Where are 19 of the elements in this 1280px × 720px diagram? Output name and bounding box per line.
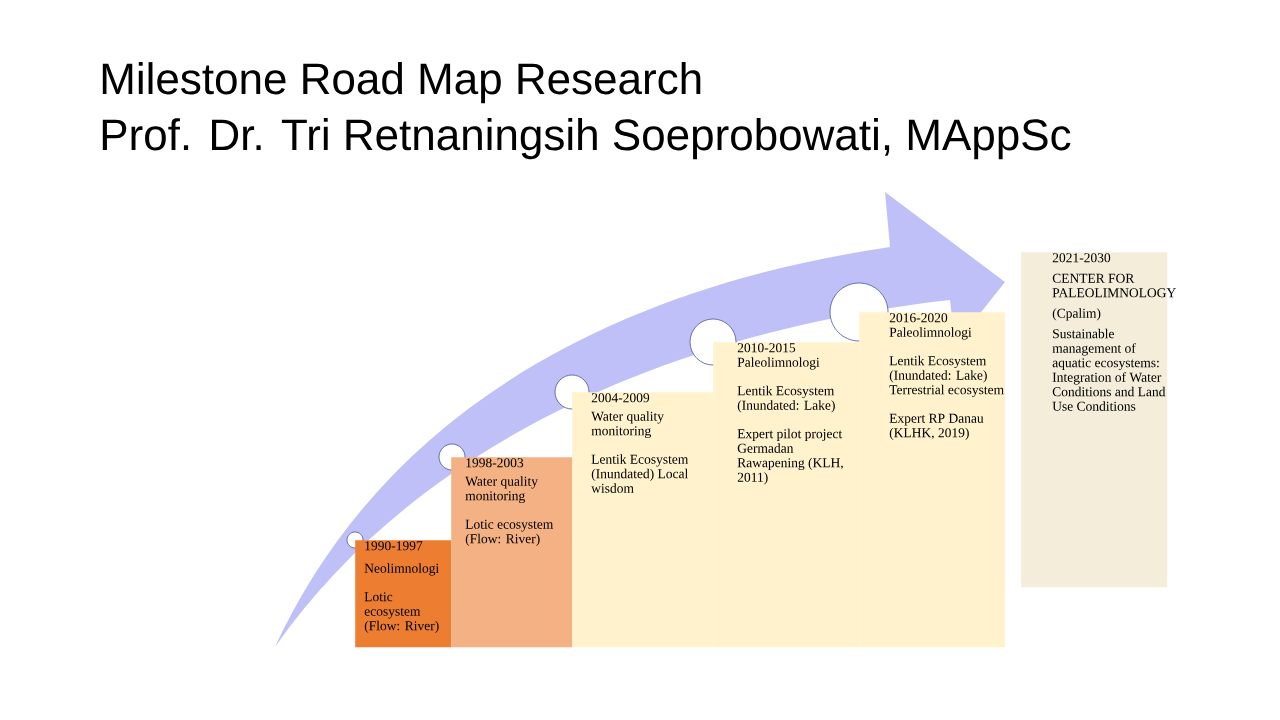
node-label: Paleolimnologi	[889, 327, 972, 340]
node-label: 2010-2015	[737, 343, 796, 353]
node-label: 2004-2009	[591, 393, 650, 403]
node-label: Paleolimnologi	[737, 357, 820, 370]
subtitle: Prof. Dr. Tri Retnaningsih Soeprobowati, MAppSc	[102, 118, 1071, 160]
step-box: 2010-2015 Paleolimnologi Lentik Ecosystem (Inundated: Lake) Expert pilot project Germadan Rawapening (KLH, 2011)	[713, 342, 860, 648]
node-label: Lentik Ecosystem (Inundated: Lake) Terrestrial ecosystem	[889, 355, 1004, 398]
node-label: Water quality monitoring	[591, 411, 664, 439]
step-box: 1990-1997 Neolimnologi Lotic ecosystem (Flow: River)	[355, 540, 452, 648]
node-label: Expert RP Danau (KLHK, 2019)	[889, 413, 984, 441]
title: Milestone Road Map Research	[102, 62, 701, 104]
node-label: Expert pilot project Germadan Rawapening (KLH, 2011)	[737, 428, 843, 485]
step-box: 2004-2009 Water quality monitoring Lentik Ecosystem (Inundated) Local wisdom	[572, 392, 714, 648]
step-box: 2021-2030 CENTER FOR PALEOLIMNOLOGY (Cpalim) Sustainable management of aquatic ecosystems: Integration of Water Conditions and Land Use Conditions	[1021, 252, 1176, 588]
step-box: 2016-2020 Paleolimnologi Lentik Ecosystem (Inundated: Lake) Terrestrial ecosystem Expert RP Danau (KLHK, 2019)	[859, 312, 1006, 648]
step-box: 1998-2003 Water quality monitoring Lotic ecosystem (Flow: River)	[451, 457, 573, 648]
node-label: Lentik Ecosystem (Inundated: Lake)	[737, 385, 835, 413]
node-label: 2016-2020	[889, 313, 948, 323]
node-label: Lentik Ecosystem (Inundated) Local wisdom	[591, 454, 689, 493]
